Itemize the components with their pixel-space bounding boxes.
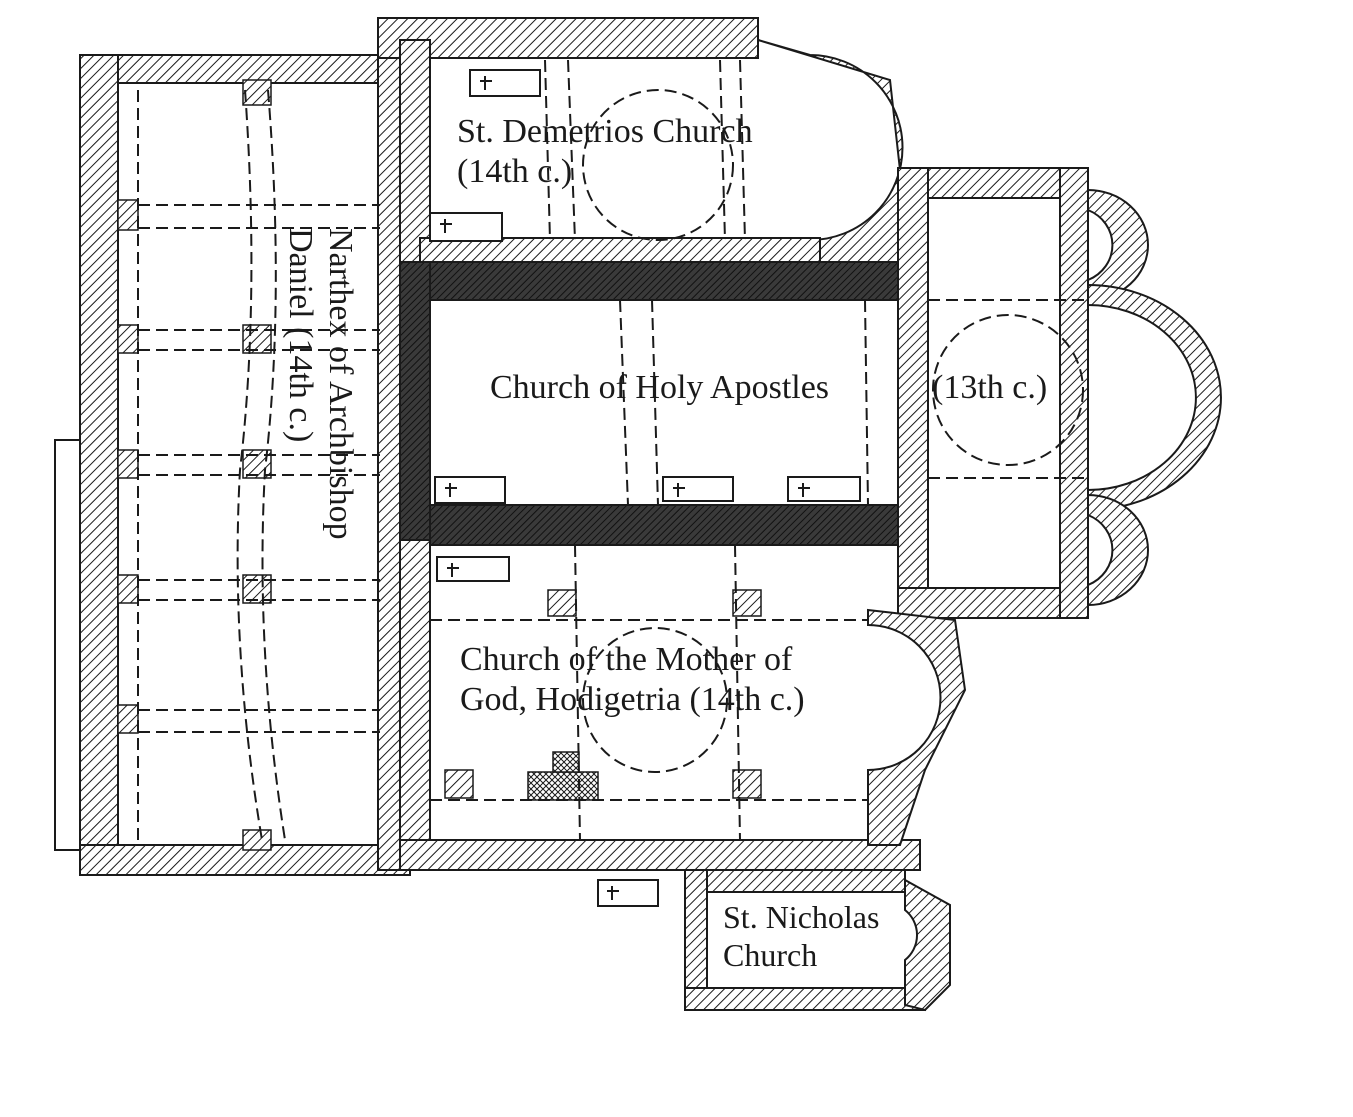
demetrios-walls [377, 17, 904, 271]
label-hodigetria-line2: God, Hodigetria (14th c.) [460, 681, 805, 718]
label-nicholas-line1: St. Nicholas [723, 899, 880, 935]
label-nicholas-line2: Church [723, 937, 818, 973]
label-13th-century-text: (13th c.) [932, 369, 1048, 406]
cross-icon [440, 76, 810, 900]
label-demetrios-line2: (14th c.) [457, 153, 573, 190]
narthex-piers [117, 79, 272, 851]
nicholas-walls [684, 869, 951, 1012]
label-apostles: Church of Holy Apostles [490, 368, 829, 408]
label-narthex: Narthex of Archbishop Daniel (14th c.) [280, 228, 360, 540]
apostles-nave [429, 299, 901, 506]
hodigetria-walls [399, 539, 967, 871]
hodigetria-piers [444, 589, 762, 801]
label-narthex-line1: Narthex of Archbishop [322, 228, 359, 540]
label-nicholas: St. Nicholas Church [723, 898, 879, 974]
tombs [429, 69, 861, 907]
label-demetrios: St. Demetrios Church (14th c.) [457, 112, 753, 192]
label-narthex-line2: Daniel (14th c.) [282, 228, 319, 443]
label-13th-century: (13th c.) [932, 368, 1047, 408]
label-demetrios-line1: St. Demetrios Church [457, 113, 753, 150]
sanctuary-walls [897, 167, 1222, 619]
label-hodigetria: Church of the Mother of God, Hodigetria … [460, 640, 805, 720]
label-hodigetria-line1: Church of the Mother of [460, 641, 793, 678]
label-apostles-text: Church of Holy Apostles [490, 369, 830, 406]
west-porch [54, 439, 81, 851]
vault-lines [137, 59, 1090, 841]
